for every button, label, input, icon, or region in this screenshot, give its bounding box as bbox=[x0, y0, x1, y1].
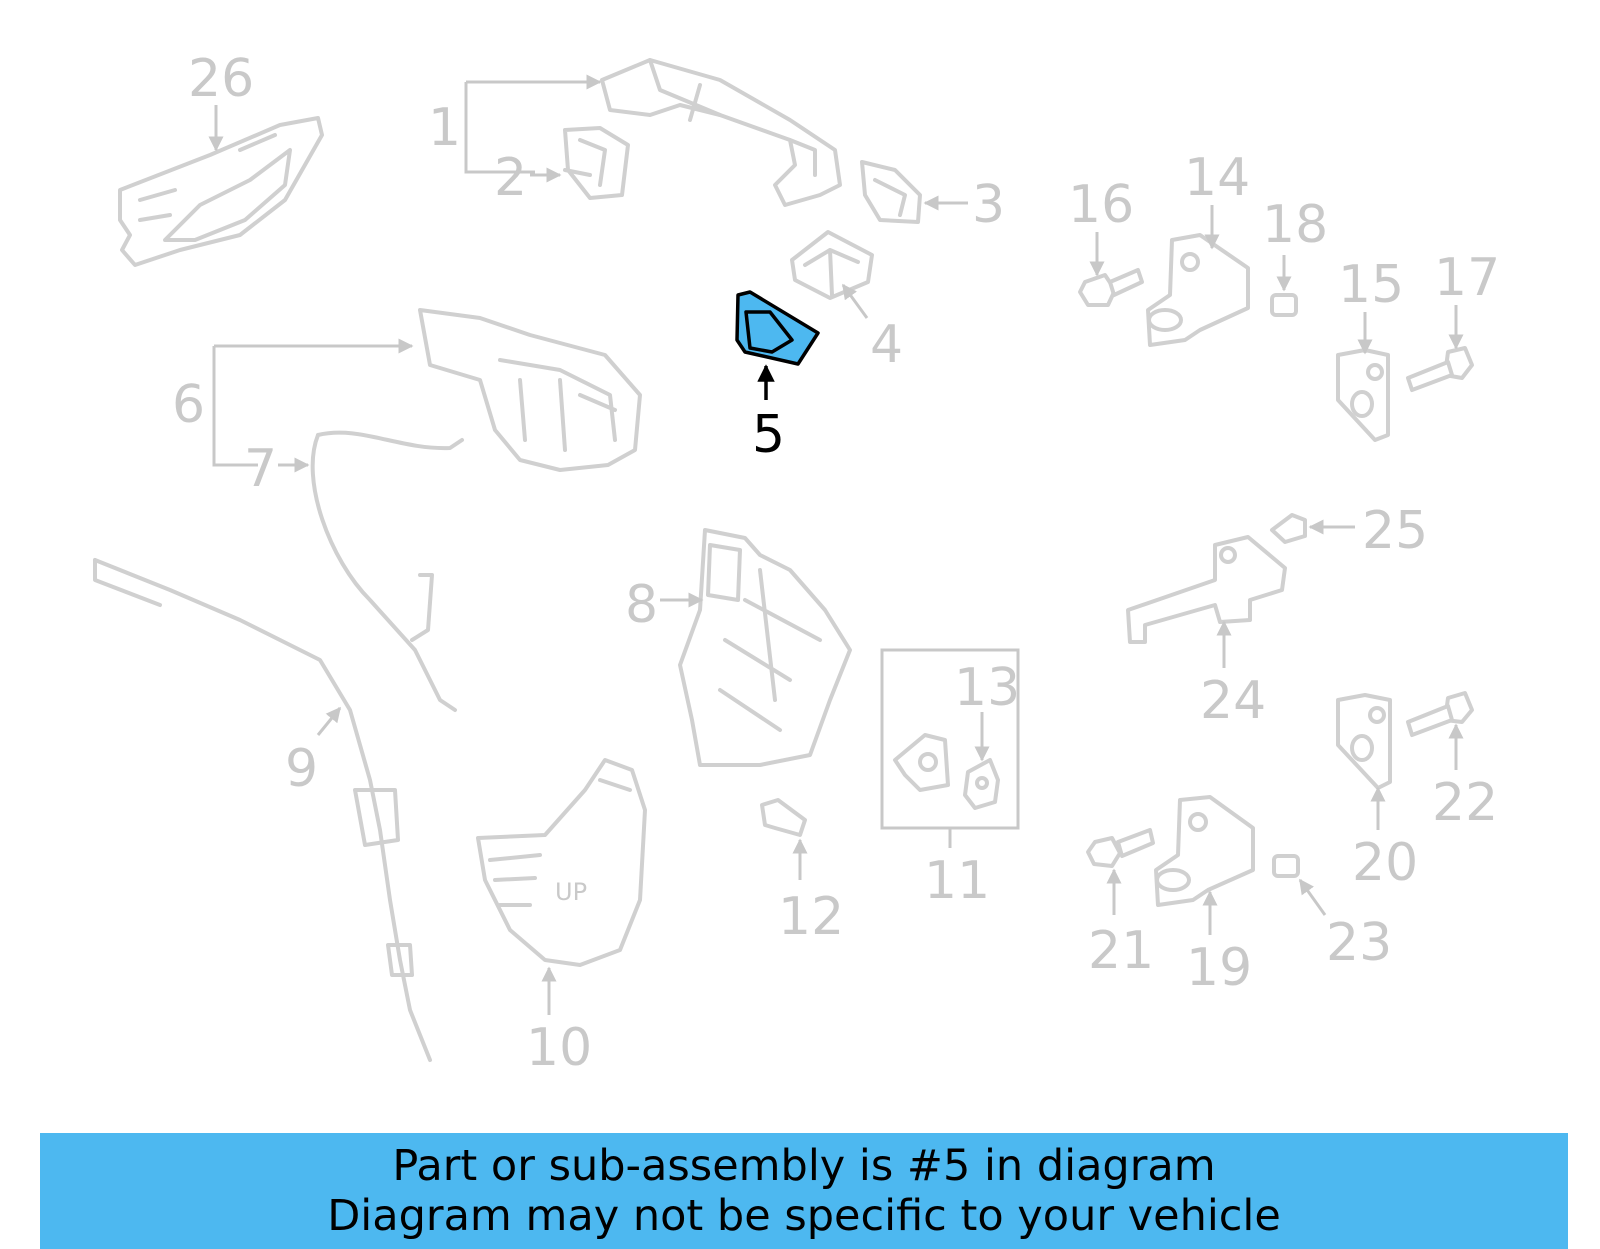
callout-13: 13 bbox=[954, 658, 1020, 718]
part-21-bolt bbox=[1086, 828, 1155, 868]
callout-26: 26 bbox=[188, 49, 254, 109]
callout-3: 3 bbox=[972, 175, 1005, 235]
part-8-lock-module bbox=[678, 528, 852, 767]
callout-16: 16 bbox=[1068, 175, 1134, 235]
callout-22: 22 bbox=[1432, 773, 1498, 833]
callout-2: 2 bbox=[494, 148, 527, 208]
callout-14: 14 bbox=[1184, 148, 1250, 208]
callout-19: 19 bbox=[1186, 938, 1252, 998]
part-25-screw bbox=[1270, 513, 1307, 544]
callout-4: 4 bbox=[870, 315, 903, 375]
up-stamp: UP bbox=[555, 878, 587, 906]
part-13-pad bbox=[963, 758, 1000, 810]
part-11-pad bbox=[893, 733, 950, 792]
part-1-outside-handle bbox=[600, 58, 842, 207]
callout-15: 15 bbox=[1338, 255, 1404, 315]
callout-7: 7 bbox=[244, 439, 277, 499]
part-20-plate bbox=[1336, 693, 1392, 790]
callout-11: 11 bbox=[924, 851, 990, 911]
part-5-highlighted bbox=[735, 290, 820, 366]
callout-18: 18 bbox=[1262, 195, 1328, 255]
part-9-rod bbox=[93, 558, 432, 1062]
part-14-upper-hinge bbox=[1146, 233, 1250, 347]
part-4-bracket bbox=[790, 230, 874, 300]
part-3-cap bbox=[860, 160, 922, 224]
part-19-lower-hinge bbox=[1154, 795, 1255, 907]
part-18-bushing bbox=[1270, 293, 1298, 317]
part-15-plate bbox=[1336, 348, 1390, 442]
callout-20: 20 bbox=[1352, 833, 1418, 893]
part-7-cable bbox=[310, 430, 464, 712]
callout-5: 5 bbox=[752, 405, 785, 465]
part-2-handle-base bbox=[563, 126, 630, 200]
part-24-door-check bbox=[1126, 535, 1287, 644]
callout-1: 1 bbox=[428, 98, 461, 158]
part-12-screw bbox=[760, 798, 807, 837]
banner-line-1: Part or sub-assembly is #5 in diagram bbox=[392, 1141, 1216, 1191]
callout-8: 8 bbox=[625, 575, 658, 635]
part-16-bolt bbox=[1078, 268, 1144, 307]
callout-6: 6 bbox=[172, 375, 205, 435]
callout-25: 25 bbox=[1362, 501, 1428, 561]
part-17-bolt bbox=[1406, 346, 1474, 392]
callout-23: 23 bbox=[1326, 913, 1392, 973]
banner-line-2: Diagram may not be specific to your vehi… bbox=[327, 1191, 1281, 1241]
part-22-bolt bbox=[1406, 691, 1474, 737]
part-10-latch-cover: UP bbox=[476, 758, 647, 967]
callout-12: 12 bbox=[778, 887, 844, 947]
callout-9: 9 bbox=[285, 739, 318, 799]
callout-10: 10 bbox=[526, 1018, 592, 1078]
info-banner: Part or sub-assembly is #5 in diagram Di… bbox=[40, 1133, 1568, 1249]
part-23-bushing bbox=[1272, 854, 1300, 878]
part-26-inner-handle-bezel bbox=[118, 116, 324, 267]
callout-21: 21 bbox=[1088, 921, 1154, 981]
callout-17: 17 bbox=[1434, 248, 1500, 308]
callout-24: 24 bbox=[1200, 671, 1266, 731]
part-6-latch bbox=[418, 308, 642, 472]
